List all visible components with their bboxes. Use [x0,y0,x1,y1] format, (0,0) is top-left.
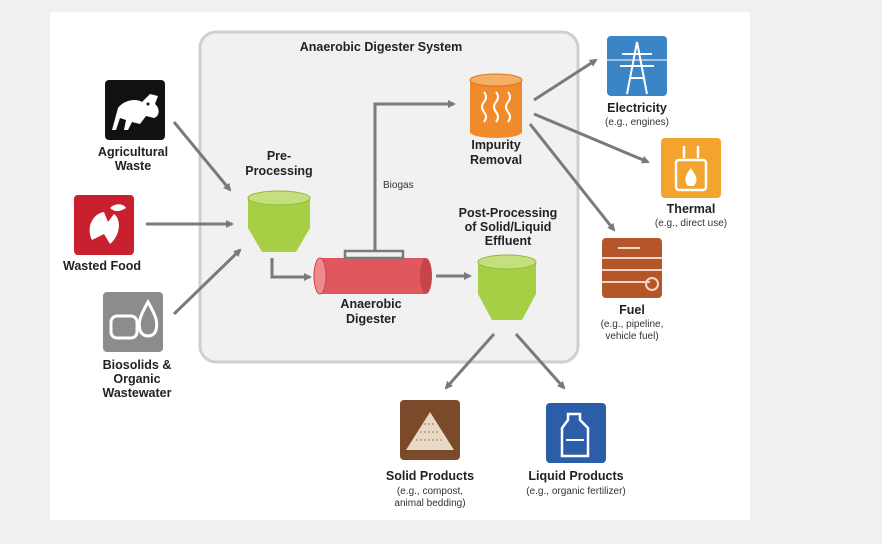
arrow-agri-to-preproc [172,121,232,192]
preprocessing-label-2: Processing [245,164,312,178]
electricity-icon [607,36,667,96]
preprocessing-vessel-icon [247,190,311,252]
biosolids-label-2: Organic [113,372,160,386]
impurity-label-1: Impurity [471,138,520,152]
arrow-to-liquid [514,333,566,390]
solid-products-sub-1: (e.g., compost, [397,486,463,497]
preprocessing-label-1: Pre- [267,149,291,163]
anaerobic-digester-icon [313,249,432,295]
arrow-bio-to-preproc [172,248,242,316]
solid-products-title: Solid Products [386,469,474,483]
fuel-icon [602,238,662,298]
biosolids-label-3: Wastewater [102,386,171,400]
biosolids-icon [103,292,163,352]
impurity-label-2: Removal [470,153,522,167]
liquid-products-sub: (e.g., organic fertilizer) [526,486,625,497]
postproc-label-1: Post-Processing [459,206,558,220]
postproc-label-2: of Solid/Liquid [465,220,552,234]
arrow-to-solid [444,333,496,390]
arrow-to-fuel [528,123,616,232]
fuel-title: Fuel [619,303,645,317]
system-title: Anaerobic Digester System [300,40,463,54]
wasted-food-label: Wasted Food [63,259,141,273]
postproc-label-3: Effluent [485,234,532,248]
arrow-biogas [373,100,456,251]
impurity-removal-icon [469,73,523,138]
arrow-preproc-to-digester [270,258,312,281]
biosolids-label-1: Biosolids & [103,358,172,372]
agricultural-waste-label-2: Waste [115,159,151,173]
thermal-title: Thermal [667,202,716,216]
electricity-sub: (e.g., engines) [605,117,669,128]
thermal-sub: (e.g., direct use) [655,218,727,229]
electricity-title: Electricity [607,101,667,115]
liquid-products-title: Liquid Products [528,469,623,483]
agricultural-waste-label-1: Agricultural [98,145,168,159]
postprocessing-vessel-icon [477,254,537,320]
solid-products-sub-2: animal bedding) [394,498,465,509]
arrow-to-electricity [533,58,598,102]
wasted-food-icon [74,195,134,255]
agricultural-waste-icon [105,80,165,140]
solid-products-icon [400,400,460,460]
fuel-sub-1: (e.g., pipeline, [601,319,664,330]
arrow-to-thermal [533,112,650,164]
liquid-products-icon [546,403,606,463]
fuel-sub-2: vehicle fuel) [605,331,658,342]
thermal-icon [661,138,721,198]
digester-label-1: Anaerobic [340,297,401,311]
biogas-label: Biogas [383,180,414,191]
digester-label-2: Digester [346,312,396,326]
